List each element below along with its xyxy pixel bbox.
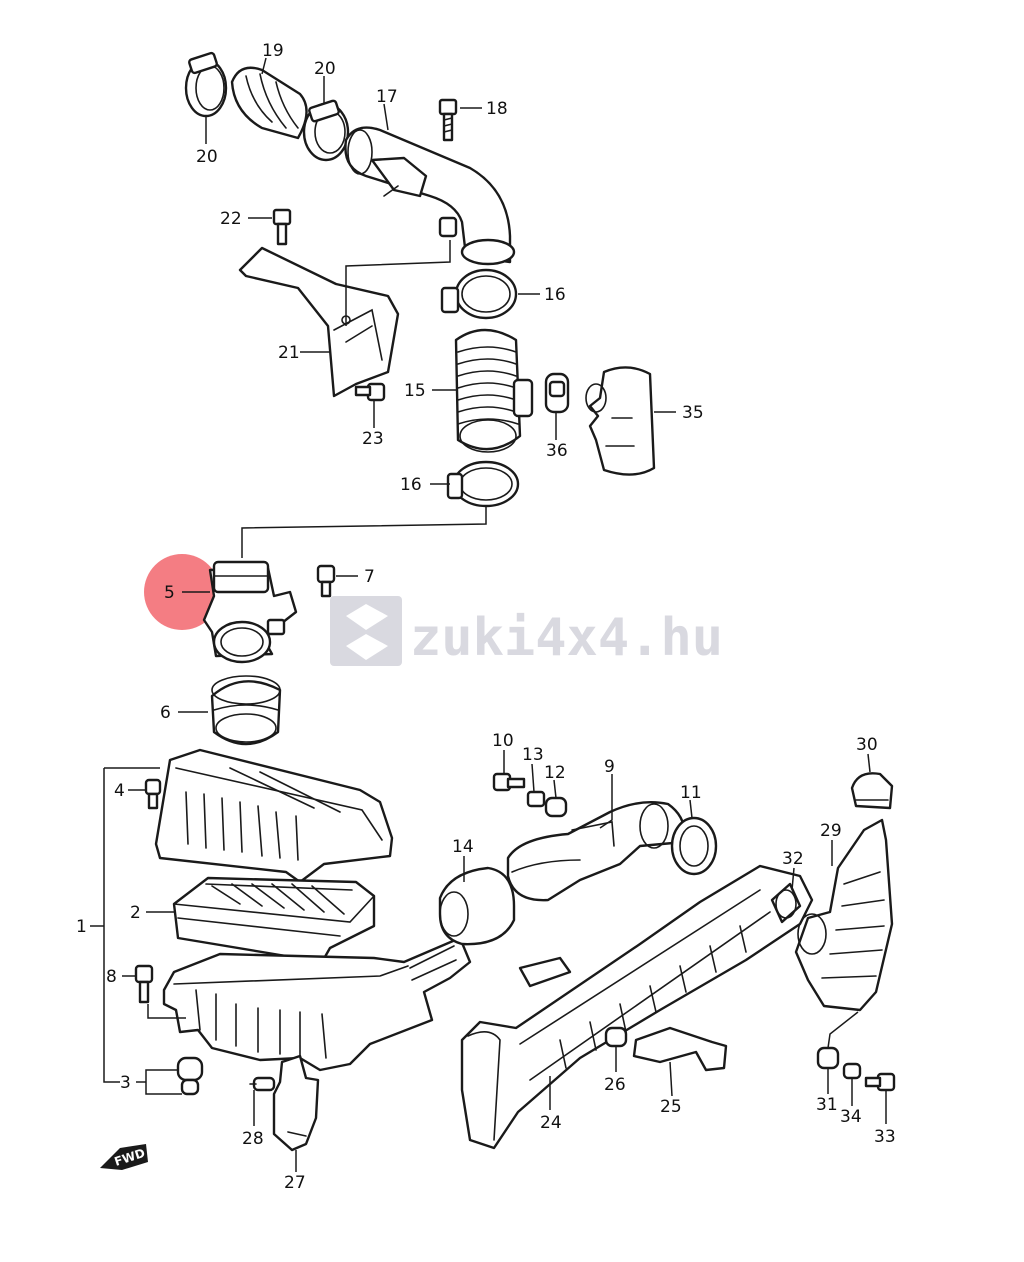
label-32: 32 [782,849,804,869]
part-2-filter-element [172,876,376,964]
part-30-cap [850,772,894,810]
air-cleaner-upper-case [154,748,394,884]
part-23-bolt [354,382,386,402]
part-5-air-flow-meter [144,554,298,664]
part-25-bracket [632,1026,728,1072]
label-5: 5 [164,583,175,603]
part-28-clip [249,1076,276,1092]
label-24: 24 [540,1113,562,1133]
suzuki-s-logo-icon [330,596,402,666]
forward-arrow-icon: FWD [100,1144,148,1170]
label-16-upper: 16 [544,285,566,305]
part-16-clamp-lower [446,460,520,508]
air-cleaner-lower-case [162,936,472,1072]
part-8-screw [134,964,154,1004]
label-15: 15 [404,381,426,401]
label-10: 10 [492,731,514,751]
label-28: 28 [242,1129,264,1149]
label-7: 7 [364,567,375,587]
label-20-top: 20 [314,59,336,79]
label-3: 3 [120,1073,131,1093]
part-7-bolt [316,564,336,598]
part-14-duct [438,866,516,946]
part-12-grommet [544,796,568,818]
label-12: 12 [544,763,566,783]
part-20-clamp-left [184,51,228,118]
watermark: zuki4x4.hu [330,596,723,668]
part-29-resonator-box [794,818,894,1012]
part-21-bracket [238,246,400,398]
part-10-bolt [492,772,526,792]
part-26-grommet [604,1026,628,1048]
part-20-clamp-right [302,99,350,162]
label-9: 9 [604,757,615,777]
part-15-bellows-hose [454,328,534,453]
part-22-bolt [272,208,292,246]
label-4: 4 [114,781,125,801]
watermark-text: zuki4x4.hu [410,608,723,668]
label-21: 21 [278,343,300,363]
label-23: 23 [362,429,384,449]
label-33: 33 [874,1127,896,1147]
part-17-intake-duct [344,126,516,266]
label-34: 34 [840,1107,862,1127]
part-13-spacer [526,790,546,808]
label-36: 36 [546,441,568,461]
callout-labels: 19 20 20 17 18 22 21 23 16 15 36 35 16 5… [76,41,896,1193]
label-17: 17 [376,87,398,107]
leader-lines [90,57,887,1172]
part-32-hose [770,882,802,924]
part-6-hose [210,675,282,746]
label-16-lower: 16 [400,475,422,495]
label-13: 13 [522,745,544,765]
label-14: 14 [452,837,474,857]
part-3-grommets [176,1056,204,1096]
label-20-left: 20 [196,147,218,167]
label-18: 18 [486,99,508,119]
label-8: 8 [106,967,117,987]
part-33-bolt [864,1072,896,1092]
part-19-hose [230,66,308,140]
part-4-screw [144,778,162,810]
part-36-grommet [544,372,570,414]
part-35-resonator [585,366,656,476]
label-19: 19 [262,41,284,61]
label-31: 31 [816,1095,838,1115]
part-16-clamp-upper [440,268,518,320]
label-29: 29 [820,821,842,841]
label-35: 35 [682,403,704,423]
part-27-bracket [272,1054,320,1152]
part-11-coupling [670,816,718,876]
label-22: 22 [220,209,242,229]
label-1: 1 [76,917,87,937]
label-2: 2 [130,903,141,923]
part-18-bolt [438,98,458,142]
label-26: 26 [604,1075,626,1095]
label-25: 25 [660,1097,682,1117]
label-30: 30 [856,735,878,755]
part-9-duct [506,801,686,902]
part-34-spacer [842,1062,862,1080]
label-27: 27 [284,1173,306,1193]
part-31-grommet [816,1046,840,1070]
label-11: 11 [680,783,702,803]
label-6: 6 [160,703,171,723]
